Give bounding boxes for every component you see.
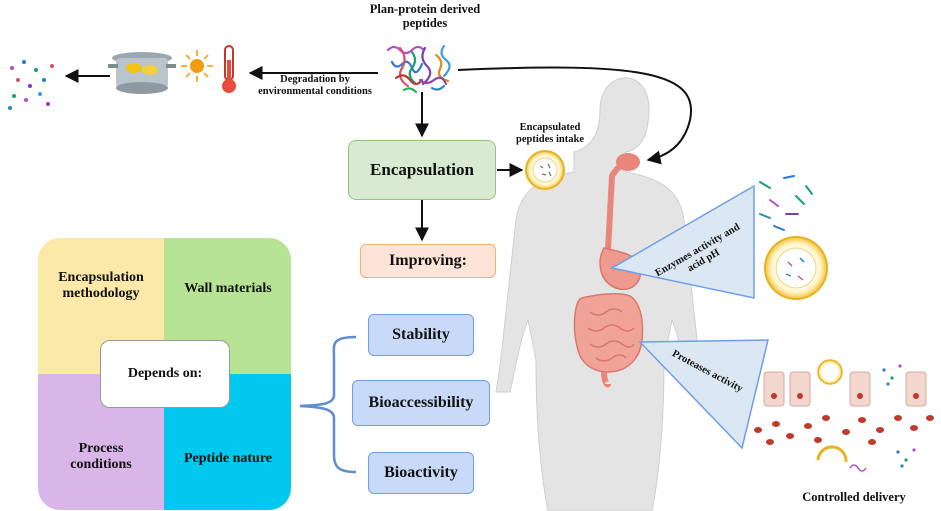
capsule-intake-icon — [525, 150, 565, 190]
improvements-bracket — [299, 335, 357, 474]
arrow-peptides-to-mouth — [457, 66, 693, 165]
improving-box: Improving: — [360, 244, 496, 278]
bioaccessibility-box: Bioaccessibility — [352, 380, 490, 426]
encapsulation-box: Encapsulation — [348, 140, 496, 200]
released-peptides-icon — [759, 175, 813, 231]
depends-on-box: Depends on: — [100, 340, 230, 408]
factor-process-conditions: Process conditions — [70, 441, 132, 473]
dispersed-peptides-icon — [882, 364, 916, 468]
degradation-label: Degradation by environmental conditions — [258, 74, 372, 98]
stability-box: Stability — [368, 314, 474, 356]
degraded-peptides-icon — [8, 60, 54, 110]
cooking-pot-icon — [108, 52, 176, 94]
factor-peptide-nature: Peptide nature — [183, 451, 272, 466]
red-particles-icon — [754, 415, 934, 445]
intake-label: Encapsulated peptides intake — [516, 122, 584, 146]
bioactivity-box: Bioactivity — [368, 452, 474, 494]
factor-encapsulation-methodology: Encapsulation methodology — [58, 270, 144, 302]
thermometer-icon — [222, 45, 236, 93]
peptide-strands-icon — [386, 44, 451, 94]
factor-wall-materials: Wall materials — [184, 281, 272, 296]
intestine-wedge — [638, 339, 769, 450]
intestinal-cells-icon — [763, 371, 927, 407]
controlled-delivery-label: Controlled delivery — [802, 490, 906, 504]
small-capsule-icon — [817, 359, 843, 385]
broken-capsule-icon — [816, 445, 867, 472]
title-label: Plan-protein derived peptides — [369, 2, 481, 31]
stomach-wedge — [609, 184, 755, 299]
large-capsule-icon — [764, 236, 828, 300]
sun-icon — [181, 50, 213, 82]
